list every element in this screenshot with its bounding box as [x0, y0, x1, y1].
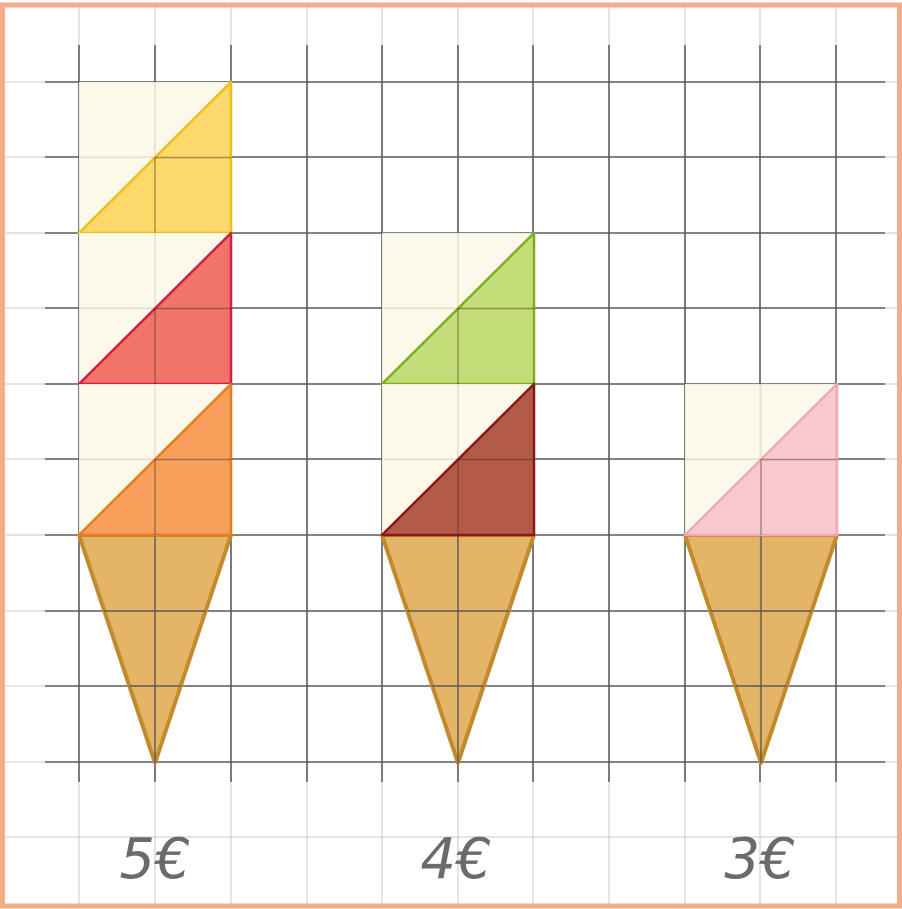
scoop-flavor-triangle: [380, 382, 536, 537]
scoop-2: [77, 231, 233, 386]
price-label-2: 4€: [420, 827, 491, 892]
scoop-1: [683, 382, 839, 537]
ice-cream-2: [380, 231, 536, 765]
scoop-flavor-triangle: [77, 382, 233, 537]
ice-cream-1: [77, 80, 233, 765]
scoop-1: [380, 231, 536, 386]
scoop-1: [77, 80, 233, 235]
price-label-3: 3€: [724, 827, 795, 892]
scoop-3: [77, 382, 233, 537]
scoop-flavor-triangle: [683, 382, 839, 537]
ice-cream-3: [683, 382, 839, 765]
price-label-1: 5€: [119, 827, 190, 892]
ice-cream-cones: [77, 80, 839, 765]
scoop-2: [380, 382, 536, 537]
